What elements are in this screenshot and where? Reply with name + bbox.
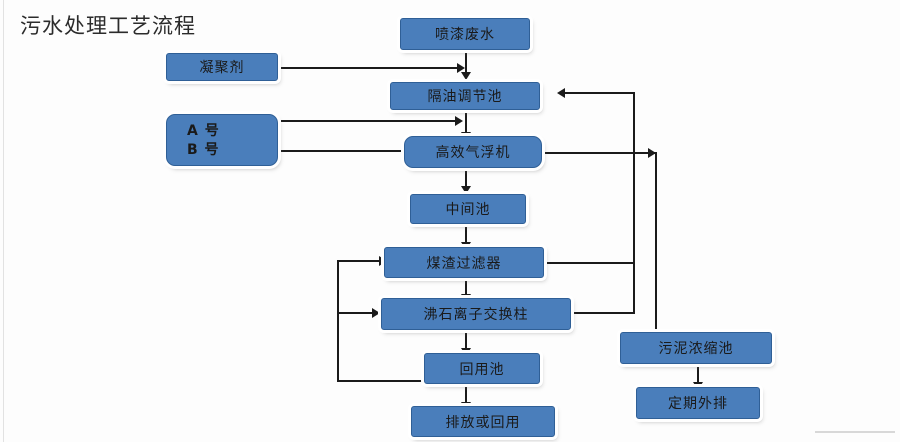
node-intermediate-tank-label: 中间池	[445, 202, 491, 218]
edge-sludge-arrow	[648, 148, 656, 158]
node-influent-label: 喷漆废水	[435, 27, 495, 43]
edge-dosing-upper-line	[281, 120, 457, 122]
edge-backwash-to-filter-line	[337, 260, 383, 262]
edge-backwash-to-ionexchange-line	[337, 312, 376, 314]
node-oil-separation-tank-label: 隔油调节池	[427, 89, 503, 105]
edge-ionexchange-to-reuse-arrow	[461, 348, 471, 356]
edge-midtank-to-filter-line	[465, 224, 467, 246]
edge-coagulant-arrow	[457, 63, 465, 73]
edge-coagulant-line	[281, 67, 459, 69]
edge-dosing-upper-arrow	[455, 116, 463, 126]
edge-filter-to-ionexchange-line	[465, 278, 467, 298]
diagram-title: 污水处理工艺流程	[20, 14, 196, 38]
edge-flotation-to-midtank-arrow	[461, 186, 471, 194]
edge-backwash-to-ionexchange-arrow	[372, 308, 380, 318]
edge-backwash-to-filter-arrow	[379, 256, 387, 266]
node-ion-exchange-column[interactable]: 沸石离子交换柱	[381, 298, 571, 330]
edge-sludge-trunk	[655, 152, 657, 330]
node-slag-filter-label: 煤渣过滤器	[426, 255, 502, 272]
node-influent[interactable]: 喷漆废水	[400, 18, 530, 50]
node-coagulant-label: 凝聚剂	[199, 60, 245, 76]
edge-filter-recycle-line	[545, 262, 635, 264]
edge-recycle-trunk	[633, 92, 635, 314]
edge-sludge-to-haul-line	[697, 366, 699, 386]
edge-reuse-to-discharge-line	[465, 384, 467, 406]
node-sludge-thickening-tank[interactable]: 污泥浓缩池	[620, 332, 772, 364]
edge-midtank-to-filter-arrow	[461, 242, 471, 250]
edge-backwash-from-reuse	[337, 380, 427, 382]
edge-influent-to-oiltank-line	[465, 50, 467, 74]
edge-dosing-lower-line	[281, 150, 412, 152]
edge-recycle-return-line	[565, 92, 635, 94]
edge-flotation-to-midtank-line	[465, 168, 467, 190]
node-slag-filter[interactable]: 煤渣过滤器	[384, 247, 544, 278]
edge-influent-to-oiltank-arrow	[461, 72, 471, 80]
edge-ionexchange-to-reuse-line	[465, 330, 467, 354]
node-reuse-tank-label: 回用池	[459, 361, 505, 378]
edge-sludge-to-haul-arrow	[693, 382, 703, 390]
node-discharge-or-reuse-label: 排放或回用	[445, 414, 521, 431]
node-discharge-or-reuse[interactable]: 排放或回用	[411, 406, 555, 437]
page-corner-rule	[815, 431, 895, 433]
node-air-flotation[interactable]: 高效气浮机	[404, 136, 542, 168]
edge-oiltank-to-flotation-line	[465, 110, 467, 136]
edge-backwash-trunk	[337, 260, 339, 382]
node-dosing-ab-label-line1: A 号	[187, 123, 220, 139]
edge-sludge-line	[545, 152, 657, 154]
node-periodic-haul-away[interactable]: 定期外排	[636, 387, 760, 419]
edge-recycle-return-arrow	[557, 88, 565, 98]
node-reuse-tank[interactable]: 回用池	[424, 353, 540, 384]
node-dosing-ab-label-line2: B 号	[187, 142, 220, 158]
node-sludge-thickening-tank-label: 污泥浓缩池	[658, 341, 734, 357]
node-dosing-ab[interactable]: A 号 B 号	[166, 114, 278, 166]
node-ion-exchange-column-label: 沸石离子交换柱	[423, 307, 529, 323]
node-air-flotation-label: 高效气浮机	[435, 145, 511, 161]
node-coagulant[interactable]: 凝聚剂	[166, 53, 278, 81]
node-oil-separation-tank[interactable]: 隔油调节池	[390, 82, 540, 110]
page-edge-rule	[3, 0, 4, 442]
edge-ionexchange-recycle-line	[573, 312, 635, 314]
node-intermediate-tank[interactable]: 中间池	[410, 194, 526, 224]
node-periodic-haul-away-label: 定期外排	[668, 396, 728, 412]
